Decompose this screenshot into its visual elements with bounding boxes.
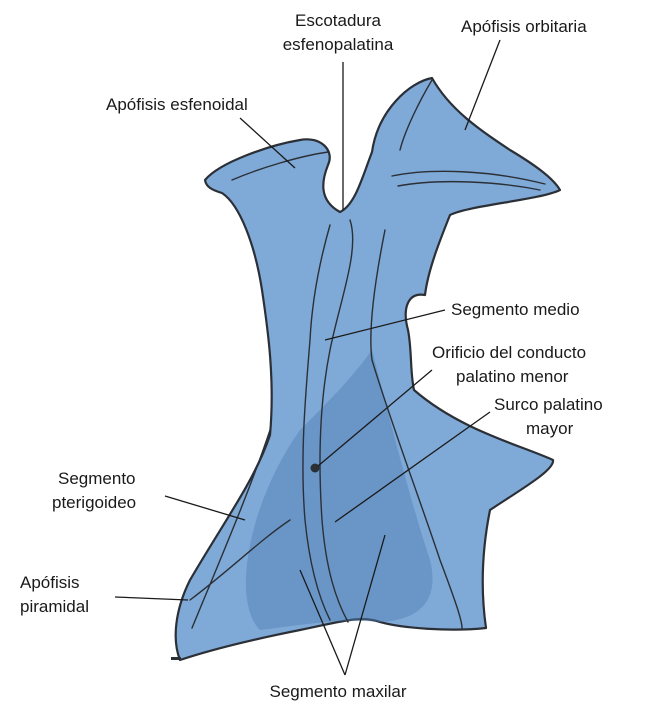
foot-mark [171, 657, 181, 660]
label-piramidal-line1: Apófisis [20, 573, 80, 592]
label-apofisis-orbitaria: Apófisis orbitaria [461, 17, 587, 36]
leader-apofisis-orbitaria [465, 40, 500, 130]
label-orificio-line2: palatino menor [456, 367, 569, 386]
label-pterigoideo-line1: Segmento [58, 469, 136, 488]
label-escotadura-line1: Escotadura [295, 11, 382, 30]
label-surco-line2: mayor [526, 419, 574, 438]
label-orificio-line1: Orificio del conducto [432, 343, 586, 362]
leader-piramidal [115, 597, 188, 600]
label-piramidal-line2: piramidal [20, 597, 89, 616]
label-segmento-maxilar: Segmento maxilar [269, 682, 406, 701]
label-escotadura-line2: esfenopalatina [283, 35, 394, 54]
label-segmento-medio: Segmento medio [451, 300, 580, 319]
label-apofisis-esfenoidal: Apófisis esfenoidal [106, 95, 248, 114]
lesser-palatine-foramen [311, 464, 320, 473]
label-pterigoideo-line2: pterigoideo [52, 493, 136, 512]
label-surco-line1: Surco palatino [494, 395, 603, 414]
